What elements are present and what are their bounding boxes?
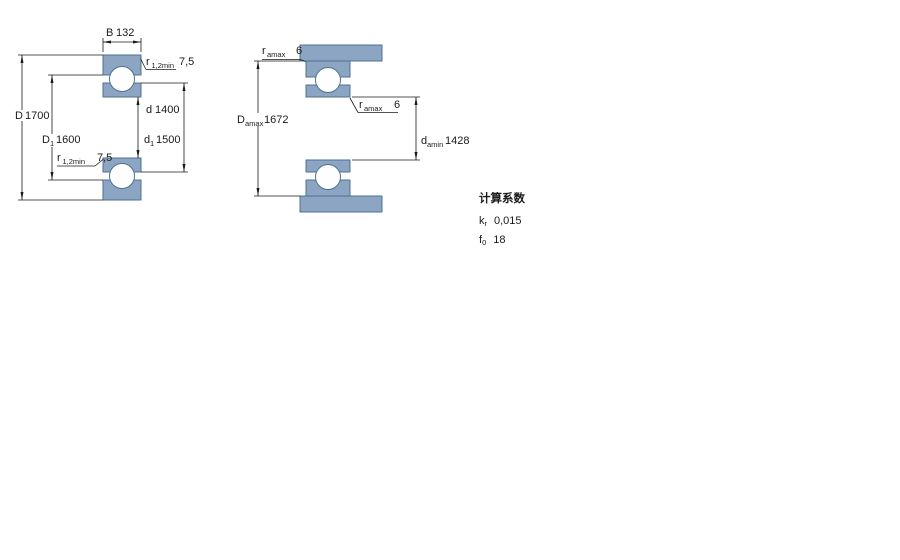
f0-value: 18 xyxy=(493,234,506,246)
d1-shoulder-value: 1600 xyxy=(56,134,80,146)
f0-subscript: 0 xyxy=(482,238,487,247)
ra-top-symbol: r xyxy=(262,45,266,57)
da-min-symbol: d xyxy=(421,135,427,147)
d-outer-value: 1700 xyxy=(25,110,49,122)
r-bottom-subscript: 1,2min xyxy=(63,157,86,166)
f0-symbol: f xyxy=(479,234,483,246)
bearing-section-figure: B 132 r 1,2min 7,5 D 1700 D 1 1600 xyxy=(13,27,194,201)
bore-value: 1400 xyxy=(155,104,179,116)
r-bottom-value: 7,5 xyxy=(97,152,112,164)
da-max-symbol: D xyxy=(237,114,245,126)
ra-top-value: 6 xyxy=(296,45,302,57)
r-top-leader xyxy=(140,58,147,70)
r-top-value: 7,5 xyxy=(179,56,194,68)
r-top-subscript: 1,2min xyxy=(152,61,175,70)
kr-symbol: k xyxy=(479,214,485,227)
d-outer-symbol: D xyxy=(15,110,23,122)
da-min-value: 1428 xyxy=(445,135,469,147)
b-symbol: B xyxy=(106,27,113,39)
d1-bore-value: 1500 xyxy=(156,134,180,146)
d-outer-label-background xyxy=(13,110,51,121)
abutment-figure: r amax 6 r amax 6 D amax 1672 d amin 142… xyxy=(234,44,469,213)
bore-symbol: d xyxy=(146,104,152,116)
mounted-ball-top xyxy=(315,67,341,93)
calculation-factors-block: 计算系数 kr 0,015 f0 18 xyxy=(479,193,525,255)
ra-mid-symbol: r xyxy=(359,99,363,111)
d1-shoulder-subscript: 1 xyxy=(50,139,54,148)
da-max-value: 1672 xyxy=(264,114,288,126)
ball-top xyxy=(109,66,135,92)
ra-mid-leader xyxy=(349,97,359,113)
r-bottom-leader xyxy=(94,158,104,167)
da-min-subscript: amin xyxy=(427,140,443,149)
r-bottom-symbol: r xyxy=(57,152,61,164)
r-top-symbol: r xyxy=(146,56,150,68)
housing-shoulder xyxy=(299,44,383,62)
shaft-shoulder xyxy=(299,195,383,213)
mounted-ball-bottom xyxy=(315,164,341,190)
ra-mid-value: 6 xyxy=(394,99,400,111)
kr-subscript: r xyxy=(484,218,488,228)
b-value: 132 xyxy=(116,27,134,39)
da-max-label-background xyxy=(234,113,292,126)
d1-bore-symbol: d xyxy=(144,134,150,146)
calc-row-f0: f0 18 xyxy=(479,235,525,247)
kr-value: 0,015 xyxy=(494,214,522,227)
calc-factors-title: 计算系数 xyxy=(479,193,525,205)
d1-shoulder-label-background xyxy=(40,134,83,147)
da-max-subscript: amax xyxy=(245,119,264,128)
d1-bore-subscript: 1 xyxy=(150,139,154,148)
ball-bottom xyxy=(109,163,135,189)
ra-mid-subscript: amax xyxy=(364,104,383,113)
ra-top-leader xyxy=(299,59,306,62)
calc-row-kr: kr 0,015 xyxy=(479,214,525,228)
d1-shoulder-symbol: D xyxy=(42,134,50,146)
ra-top-subscript: amax xyxy=(267,50,286,59)
